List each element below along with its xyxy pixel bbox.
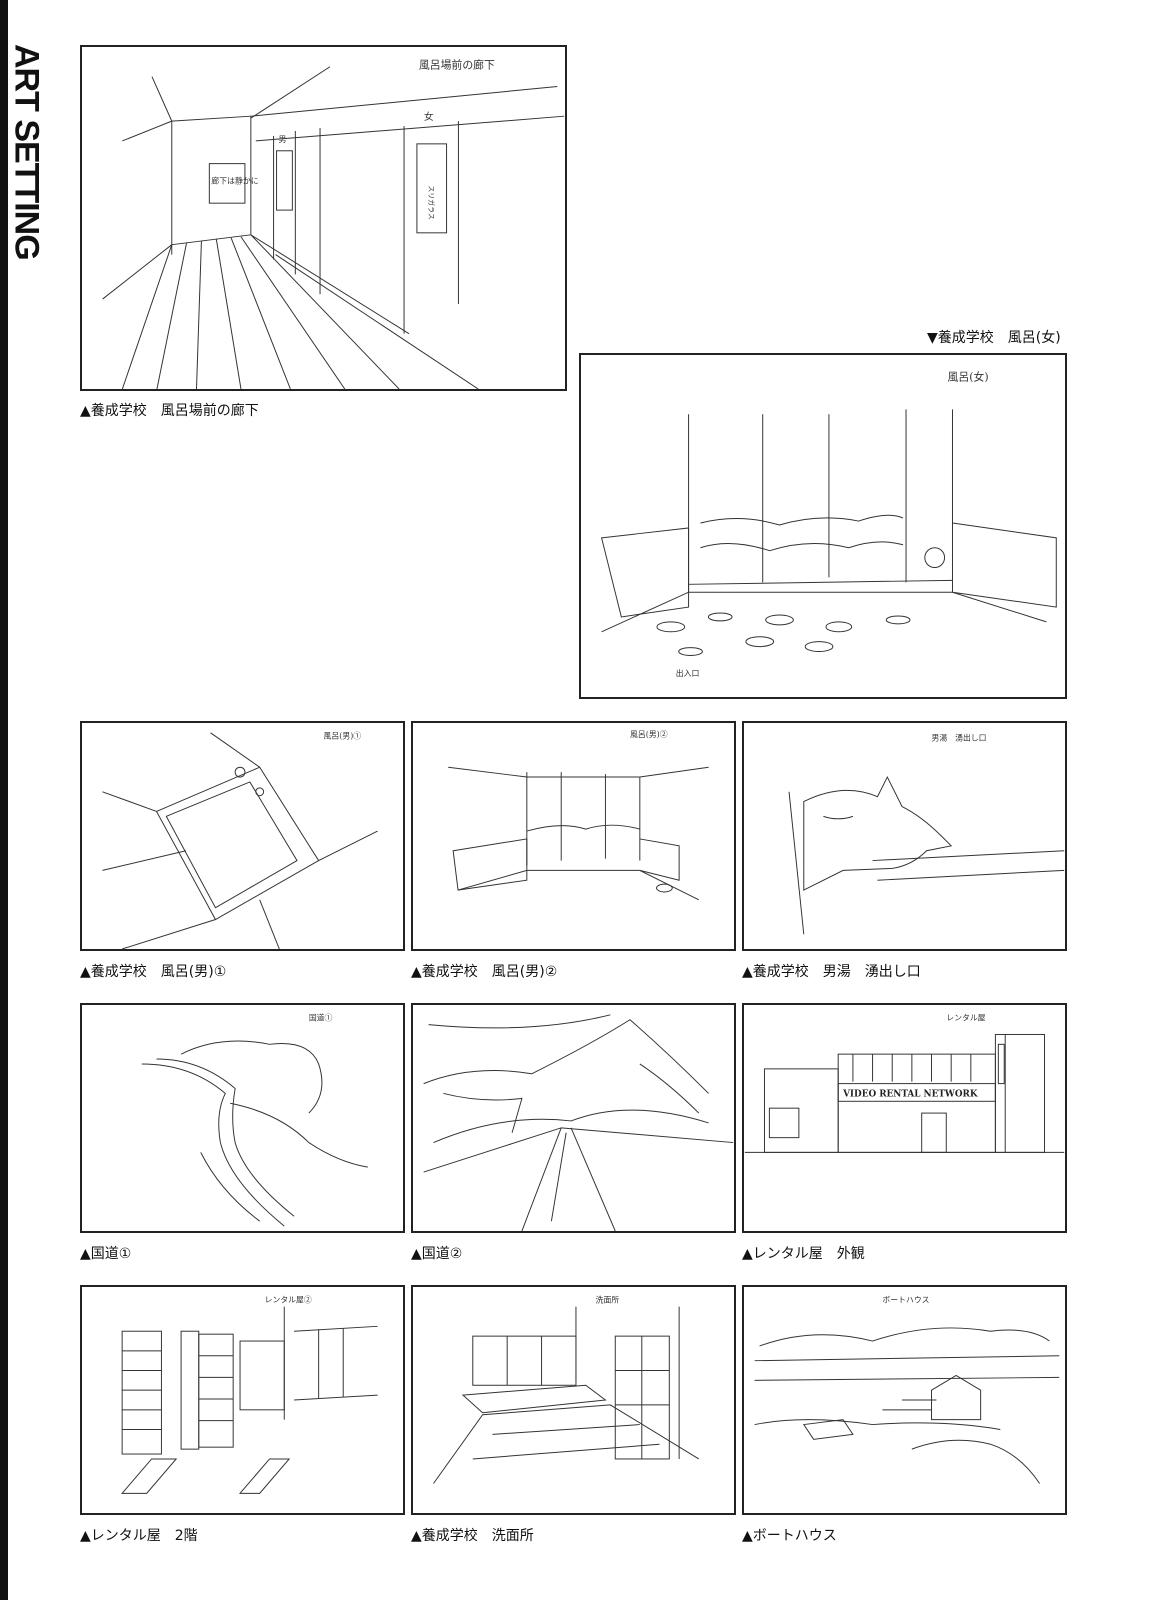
bath-male-2-note: 風呂(男)② (630, 730, 668, 739)
bath-male-1-note: 風呂(男)① (324, 732, 362, 741)
sketch-road-1: 国道① (141, 1013, 368, 1227)
corridor-note: 風呂場前の廊下 (419, 58, 495, 72)
caption-road-2: ▲国道② (411, 1246, 463, 1262)
boathouse-note: ボートハウス (882, 1296, 929, 1305)
panel-road-1: 国道① (80, 1003, 405, 1233)
sketch-rental-exterior: VIDEO RENTAL NETWORK レンタル屋 (744, 1014, 1065, 1153)
panel-road-2 (411, 1003, 736, 1233)
caption-bath-male-2: ▲養成学校 風呂(男)② (411, 964, 558, 980)
panel-rental-exterior: VIDEO RENTAL NETWORK レンタル屋 (742, 1003, 1067, 1233)
sketch-rental-2f: レンタル屋② (121, 1296, 378, 1494)
sketch-spout: 男湯 湧出し口 (788, 733, 1065, 935)
corridor-glass-note: スリガラス (427, 185, 436, 219)
caption-bath-female: ▼養成学校 風呂(女) (927, 330, 1061, 346)
panel-boathouse: ボートハウス (742, 1285, 1067, 1515)
sketch-bath-male-2: 風呂(男)② (448, 730, 709, 901)
caption-rental-2f: ▲レンタル屋 2階 (80, 1528, 198, 1544)
sketch-road-2 (423, 1014, 734, 1231)
sketch-bath-female: 風呂(女) 出入口 (600, 370, 1057, 678)
road-1-note: 国道① (309, 1013, 333, 1023)
panel-spout: 男湯 湧出し口 (742, 721, 1067, 951)
panel-corridor: 廊下は静かに 男 女 スリガラス 風呂場前の廊下 (80, 45, 567, 391)
sketch-corridor: 廊下は静かに 男 女 スリガラス 風呂場前の廊下 (102, 58, 565, 389)
caption-corridor: ▲養成学校 風呂場前の廊下 (80, 403, 259, 419)
caption-rental-exterior: ▲レンタル屋 外観 (742, 1246, 865, 1262)
panel-bath-male-1: 風呂(男)① (80, 721, 405, 951)
caption-washroom: ▲養成学校 洗面所 (411, 1528, 534, 1544)
sketch-washroom: 洗面所 (433, 1295, 700, 1484)
caption-bath-male-1: ▲養成学校 風呂(男)① (80, 964, 227, 980)
bath-female-exit-note: 出入口 (676, 668, 700, 678)
corridor-door-m-note: 男 (279, 135, 287, 144)
sidebar-title-text: ART SETTING (7, 44, 46, 260)
rental-sign-note: VIDEO RENTAL NETWORK (842, 1089, 978, 1099)
panel-bath-female: 風呂(女) 出入口 (579, 353, 1067, 699)
washroom-note: 洗面所 (596, 1295, 620, 1305)
sketch-boathouse: ボートハウス (754, 1296, 1060, 1484)
panel-washroom: 洗面所 (411, 1285, 736, 1515)
sidebar-title: ART SETTING (7, 44, 46, 264)
corridor-door-f-note: 女 (424, 110, 434, 123)
spout-note: 男湯 湧出し口 (932, 733, 987, 743)
caption-spout: ▲養成学校 男湯 湧出し口 (742, 964, 921, 980)
bath-female-note: 風呂(女) (948, 370, 989, 384)
sidebar-bar (0, 0, 8, 1600)
caption-boathouse: ▲ボートハウス (742, 1528, 837, 1544)
rental-exterior-note: レンタル屋 (946, 1014, 985, 1023)
sketch-bath-male-1: 風呂(男)① (102, 732, 378, 949)
panel-rental-2f: レンタル屋② (80, 1285, 405, 1515)
corridor-sign-note: 廊下は静かに (211, 175, 258, 185)
caption-road-1: ▲国道① (80, 1246, 132, 1262)
rental-2f-note: レンタル屋② (265, 1296, 312, 1305)
panel-bath-male-2: 風呂(男)② (411, 721, 736, 951)
